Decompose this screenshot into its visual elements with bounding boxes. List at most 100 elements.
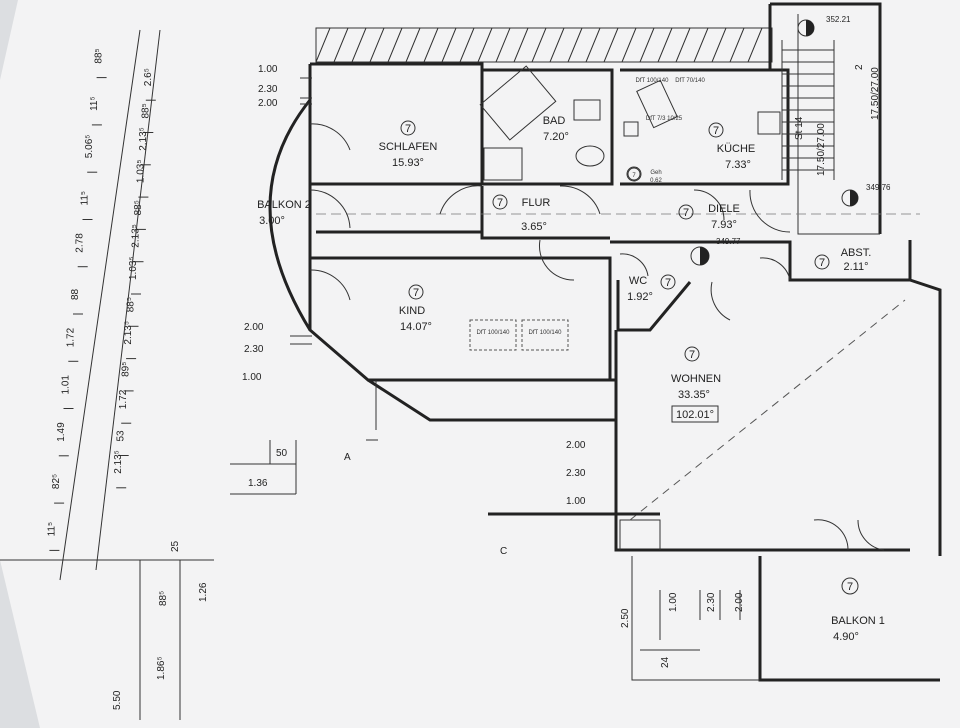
chain-inner-label: 89⁵ (121, 362, 132, 377)
dim-b-a: 2.50 (620, 608, 631, 628)
dim-bl-b: 88⁵ (158, 591, 169, 606)
chain-inner-label: 88⁵ (126, 297, 137, 312)
dim-b-e: 24 (660, 656, 671, 668)
abst-name: ABST. (841, 247, 872, 259)
marker-a: A (344, 452, 351, 463)
geh-num: 7 (632, 173, 636, 179)
balkon1-area: 4.90° (833, 631, 859, 643)
marker-c: C (500, 546, 507, 557)
bad-area: 7.20° (543, 131, 569, 143)
chain-inner-label: 1.03⁵ (135, 159, 146, 183)
fixture-label-4: DfT 70/140 (675, 78, 705, 84)
kueche-num: 7 (713, 125, 719, 137)
abst-num: 7 (819, 257, 825, 269)
schlafen-area: 15.93° (392, 157, 424, 169)
balkon1-num: 7 (847, 581, 853, 593)
dim-bl-d: 1.86⁵ (156, 656, 167, 680)
chain-inner-label: 2.13⁵ (123, 321, 134, 345)
dim-chain-inner: 2.6⁵ 88⁵ 2.13⁵ 1.03⁵ 88⁵ 2.13⁵ 1.03⁵ 88⁵ 2.13⁵ 89… (113, 68, 156, 489)
wc-num: 7 (665, 277, 671, 289)
geh-name: Geh (650, 170, 661, 176)
chain-outer-label: 82⁵ (51, 474, 62, 489)
room-labels: SCHLAFEN 15.93° BAD 7.20° KÜCHE 7.33° BA… (257, 115, 885, 643)
diele-num: 7 (683, 207, 689, 219)
walls (308, 2, 942, 682)
flur-num: 7 (497, 197, 503, 209)
dim-bl-c: 1.26 (198, 582, 209, 602)
stair-label-a: 17.50/27.00 (870, 67, 881, 120)
room-number-markers: 7 7 7 7 7 7 7 7 7 7 (400, 120, 859, 595)
chain-inner-label: 88⁵ (140, 103, 151, 118)
level-marker-diele-fill (700, 247, 709, 265)
chain-outer-label: 1.49 (56, 422, 67, 442)
dim-a2: 2.30 (258, 84, 278, 95)
chain-inner-label: 1.72 (118, 389, 129, 409)
dim-d3: 1.00 (566, 496, 586, 507)
dim-c1: 50 (276, 448, 288, 459)
wohnen-total: 102.01° (676, 409, 714, 421)
bad-name: BAD (543, 115, 566, 127)
diele-name: DIELE (708, 203, 740, 215)
kind-num: 7 (413, 287, 419, 299)
chain-outer-line (59, 29, 141, 581)
kind-area: 14.07° (400, 321, 432, 333)
dim-a3: 2.00 (258, 98, 278, 109)
chain-inner-label: 2.13⁵ (138, 127, 149, 151)
fixture-label-2: DfT 100/140 (529, 330, 563, 336)
stair-label-b: 2 (854, 64, 865, 70)
wohnen-diagonal (629, 299, 906, 521)
roof-hatching (315, 27, 773, 63)
dim-b-b: 1.00 (668, 592, 679, 612)
wohnen-name: WOHNEN (671, 373, 721, 385)
dim-c2: 1.36 (248, 478, 268, 489)
chain-inner-line (95, 29, 161, 571)
stair-label-d: 17.50/27.00 (816, 123, 827, 176)
wc-area: 1.92° (627, 291, 653, 303)
dim-d1: 2.00 (566, 440, 586, 451)
chain-outer-label: 11⁵ (46, 522, 57, 537)
doors (309, 123, 885, 551)
section-line-a (366, 380, 378, 441)
kind-lower-wall (367, 378, 616, 422)
chain-inner-label: 53 (116, 430, 127, 442)
chain-outer-label: 1.72 (65, 327, 76, 347)
kind-name: KIND (399, 305, 425, 317)
fixture-label-3: DfT 100/140 (636, 78, 670, 84)
dim-d2: 2.30 (566, 468, 586, 479)
chain-inner-label: 2.6⁵ (143, 68, 154, 86)
chain-inner-label: 1.03⁵ (128, 256, 139, 280)
chain-outer-label: 2.78 (75, 233, 86, 253)
bottom-dim-lines (640, 590, 741, 651)
kueche-area: 7.33° (725, 159, 751, 171)
fixture-label-1: DfT 100/140 (477, 330, 511, 336)
dim-b1: 2.00 (244, 322, 264, 333)
chain-outer-label: 5.06⁵ (84, 135, 95, 159)
stair-label-c: St 14 (794, 116, 805, 140)
dim-bl-e: 5.50 (112, 690, 123, 710)
dim-b3: 1.00 (242, 372, 262, 383)
balcony-2-arc (268, 99, 312, 331)
wohnen-area: 33.35° (678, 389, 710, 401)
dim-b-c: 2.30 (706, 592, 717, 612)
dim-b2: 2.30 (244, 344, 264, 355)
kind-fixture-1 (469, 319, 517, 351)
flur-name: FLUR (522, 197, 551, 209)
level-diele: 349.77 (716, 237, 741, 246)
dim-a1: 1.00 (258, 64, 278, 75)
total-area-box (671, 405, 719, 423)
chain-inner-label: 2.13⁵ (113, 450, 124, 474)
wall-thickness-dims: 1.00 2.30 2.00 2.00 2.30 1.00 50 1.36 2.… (230, 64, 586, 507)
schlafen-num: 7 (405, 123, 411, 135)
bathroom-fixtures (479, 65, 781, 182)
schlafen-name: SCHLAFEN (379, 141, 438, 153)
chain-inner-label: 88⁵ (133, 200, 144, 215)
dim-bl-a: 25 (170, 540, 181, 552)
kueche-name: KÜCHE (717, 143, 756, 155)
fixture-label-5: DfT 7/3 10/25 (646, 116, 683, 122)
geh-area: 0.62 (650, 178, 662, 184)
stairwell (781, 19, 859, 207)
kind-fixture-2 (521, 319, 569, 351)
chain-outer-label: 11⁵ (80, 191, 91, 206)
